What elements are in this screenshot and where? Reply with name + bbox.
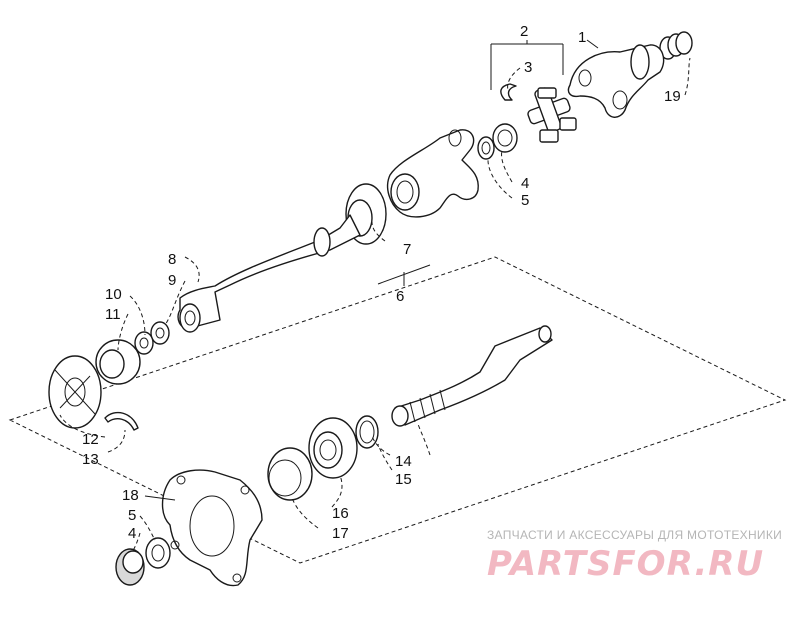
callout-7: 7 bbox=[403, 241, 411, 258]
callout-3: 3 bbox=[524, 59, 532, 76]
part-4-bearing-cap-lower bbox=[115, 548, 145, 586]
part-17-seal bbox=[267, 447, 313, 501]
shaft-yoke-upper bbox=[386, 129, 479, 218]
callout-8: 8 bbox=[168, 251, 176, 268]
drive-shaft-upper bbox=[177, 214, 361, 333]
callout-13: 13 bbox=[82, 451, 99, 468]
callout-11: 11 bbox=[105, 306, 121, 323]
callout-15: 15 bbox=[395, 471, 412, 488]
callout-18: 18 bbox=[122, 487, 139, 504]
part-12-flange-disc bbox=[48, 355, 102, 429]
callout-16: 16 bbox=[332, 505, 349, 522]
part-16-bearing bbox=[308, 417, 358, 479]
part-3-clip bbox=[500, 83, 517, 101]
part-19-spring bbox=[659, 31, 693, 60]
part-18-housing bbox=[161, 469, 263, 587]
callout-12: 12 bbox=[82, 431, 99, 448]
callout-6: 6 bbox=[396, 288, 404, 305]
callout-1: 1 bbox=[578, 29, 586, 46]
part-1-yoke bbox=[567, 44, 665, 118]
callout-9: 9 bbox=[168, 272, 176, 289]
watermark-tagline: ЗАПЧАСТИ И АКСЕССУАРЫ ДЛЯ МОТОТЕХНИКИ bbox=[487, 528, 782, 542]
callout-4-upper: 4 bbox=[521, 175, 529, 192]
leader-lines bbox=[59, 39, 691, 553]
callout-17: 17 bbox=[332, 525, 349, 542]
callout-5-lower: 5 bbox=[128, 507, 136, 524]
assembly-6-boundary bbox=[8, 256, 787, 564]
callout-4-lower: 4 bbox=[128, 525, 136, 542]
watermark-brand: PARTSFOR.RU bbox=[487, 544, 764, 584]
callout-14: 14 bbox=[395, 453, 412, 470]
drive-shaft-lower bbox=[391, 325, 553, 427]
part-14-15-snap-ring bbox=[355, 415, 379, 449]
part-4-bearing-cap-upper bbox=[492, 123, 518, 153]
callout-5-upper: 5 bbox=[521, 192, 529, 209]
part-10-11-bearing bbox=[95, 339, 141, 385]
part-2-universal-joint-cross bbox=[527, 87, 577, 143]
part-5-washer-lower bbox=[145, 537, 171, 569]
callout-10: 10 bbox=[105, 286, 122, 303]
part-5-washer-upper bbox=[477, 136, 495, 160]
watermark: ЗАПЧАСТИ И АКСЕССУАРЫ ДЛЯ МОТОТЕХНИКИ PA… bbox=[487, 528, 782, 584]
callout-19: 19 bbox=[664, 88, 681, 105]
part-13-snap-ring bbox=[104, 411, 139, 431]
callout-2: 2 bbox=[520, 23, 528, 40]
part-8-9-washer-stack bbox=[134, 321, 170, 355]
callout-labels: 1 2 3 19 4 5 7 6 8 9 10 11 12 13 14 15 1… bbox=[82, 23, 681, 542]
